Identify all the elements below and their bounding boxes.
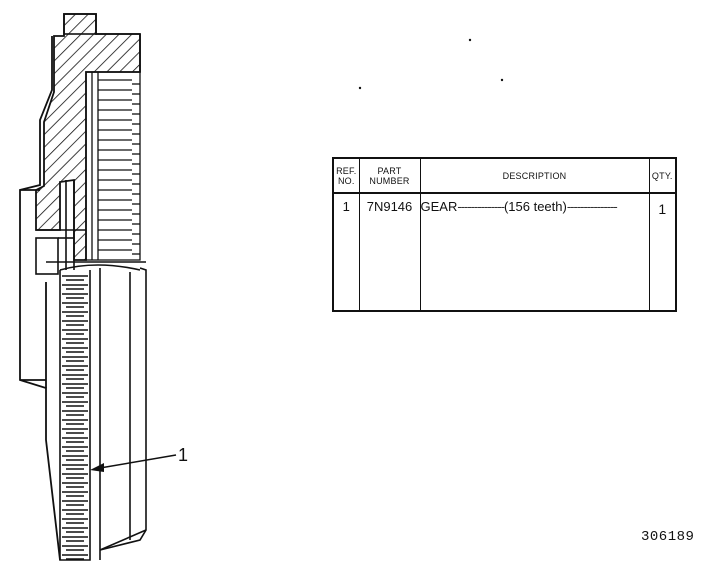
ring-tooth xyxy=(62,284,88,290)
ring-tooth xyxy=(62,419,88,425)
header-description: DESCRIPTION xyxy=(419,158,650,194)
internal-spline-teeth xyxy=(85,71,141,261)
registration-marks xyxy=(358,38,504,90)
ring-tooth xyxy=(62,464,88,470)
ring-tooth xyxy=(62,356,88,362)
ring-tooth xyxy=(62,320,88,326)
ring-tooth xyxy=(62,428,88,434)
ring-tooth xyxy=(62,338,88,344)
ring-tooth xyxy=(62,446,88,452)
ring-tooth xyxy=(62,374,88,380)
ring-tooth xyxy=(62,482,88,488)
description-note: (156 teeth) xyxy=(503,199,567,214)
ring-tooth xyxy=(62,347,88,353)
ring-tooth xyxy=(62,311,88,317)
header-ref-no: REF. NO. xyxy=(332,158,360,194)
ring-tooth xyxy=(62,275,88,281)
ring-tooth xyxy=(62,437,88,443)
header-part-number: PART NUMBER xyxy=(358,158,421,194)
ring-tooth xyxy=(62,554,88,560)
table-row: 1 7N9146 GEAR--------------(156 teeth)--… xyxy=(332,193,677,311)
ring-tooth xyxy=(62,491,88,497)
table-header-row: REF. NO. PART NUMBER DESCRIPTION QTY. xyxy=(332,158,677,194)
ring-tooth xyxy=(62,473,88,479)
cell-part-number: 7N9146 xyxy=(358,193,421,311)
description-name: GEAR xyxy=(420,199,458,214)
ring-tooth xyxy=(62,518,88,524)
illustration-number: 306189 xyxy=(641,529,695,545)
hub-outline xyxy=(19,36,61,561)
ring-tooth xyxy=(62,401,88,407)
callout-number: 1 xyxy=(178,445,188,465)
parts-list-table: REF. NO. PART NUMBER DESCRIPTION QTY. 1 … xyxy=(332,157,677,312)
ring-tooth xyxy=(62,455,88,461)
cell-qty: 1 xyxy=(648,193,677,311)
callout-leader xyxy=(90,454,177,472)
ring-tooth xyxy=(62,383,88,389)
ring-tooth xyxy=(62,509,88,515)
ring-tooth xyxy=(62,410,88,416)
description-leader-left: -------------- xyxy=(457,199,505,214)
top-flange xyxy=(63,13,141,72)
cell-ref-no: 1 xyxy=(332,193,360,311)
ring-tooth xyxy=(62,329,88,335)
ring-tooth xyxy=(62,545,88,551)
ring-gear xyxy=(59,267,147,561)
ring-tooth xyxy=(62,527,88,533)
header-qty: QTY. xyxy=(648,158,677,194)
ring-tooth xyxy=(62,365,88,371)
ring-tooth xyxy=(62,302,88,308)
ring-tooth xyxy=(62,392,88,398)
cell-description: GEAR--------------(156 teeth)-----------… xyxy=(419,193,650,311)
description-leader-right: --------------- xyxy=(566,199,618,214)
ring-tooth xyxy=(62,293,88,299)
ring-tooth xyxy=(62,500,88,506)
hub-bore xyxy=(35,180,146,275)
ring-tooth xyxy=(62,536,88,542)
